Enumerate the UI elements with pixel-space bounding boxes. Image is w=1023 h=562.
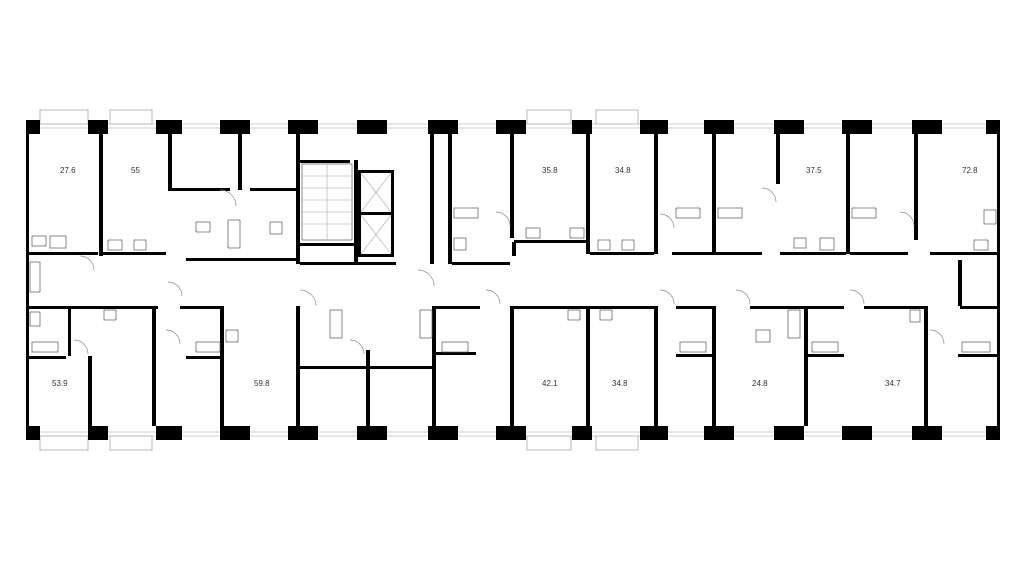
fixtures (29, 207, 997, 353)
door-swings (73, 187, 945, 355)
apartment-area-label: 55 (131, 166, 140, 175)
stair-core (301, 163, 353, 241)
apartment-area-label: 34.8 (615, 166, 631, 175)
apartment-area-label: 42.1 (542, 379, 558, 388)
elevator-shafts (358, 170, 394, 257)
apartment-area-label: 59.8 (254, 379, 270, 388)
area-labels: 27.6 55 35.8 34.8 37.5 72.8 53.9 59.8 42… (52, 166, 978, 388)
apartment-area-label: 53.9 (52, 379, 68, 388)
apartment-area-label: 24.8 (752, 379, 768, 388)
interior-walls-bottom (26, 260, 998, 426)
interior-walls-top (26, 128, 998, 265)
apartment-area-label: 35.8 (542, 166, 558, 175)
apartment-area-label: 37.5 (806, 166, 822, 175)
apartment-area-label: 72.8 (962, 166, 978, 175)
apartment-area-label: 34.7 (885, 379, 901, 388)
outer-walls (26, 120, 1000, 440)
apartment-area-label: 34.8 (612, 379, 628, 388)
apartment-area-label: 27.6 (60, 166, 76, 175)
